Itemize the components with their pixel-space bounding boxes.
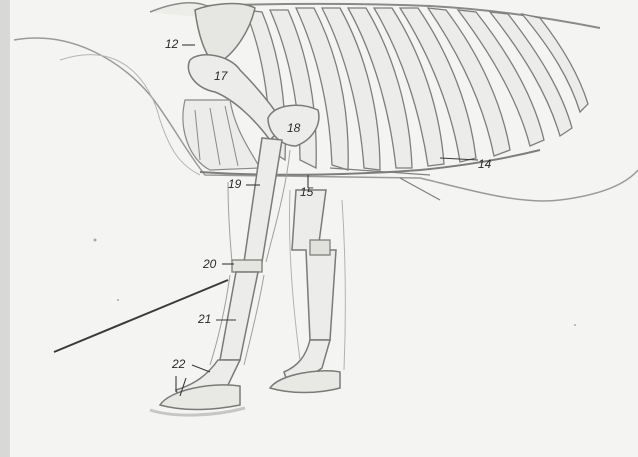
carpus [232,260,262,272]
label-14: 14 [478,158,491,170]
speck [117,299,119,301]
left-shadow [0,0,10,457]
label-12: 12 [165,38,178,50]
label-22: 22 [172,358,185,370]
speck [94,239,97,242]
label-15: 15 [300,186,313,198]
far-hoof [270,371,340,393]
label-21: 21 [198,313,211,325]
far-leg [292,190,336,340]
leader-22 [192,365,210,372]
label-18: 18 [287,122,300,134]
speck [574,324,576,326]
front-hoof [160,385,240,410]
label-20: 20 [203,258,216,270]
metacarpus [220,272,258,360]
label-17: 17 [214,70,227,82]
far-carpus [310,240,330,255]
chest-contour [60,55,200,175]
label-19: 19 [228,178,241,190]
